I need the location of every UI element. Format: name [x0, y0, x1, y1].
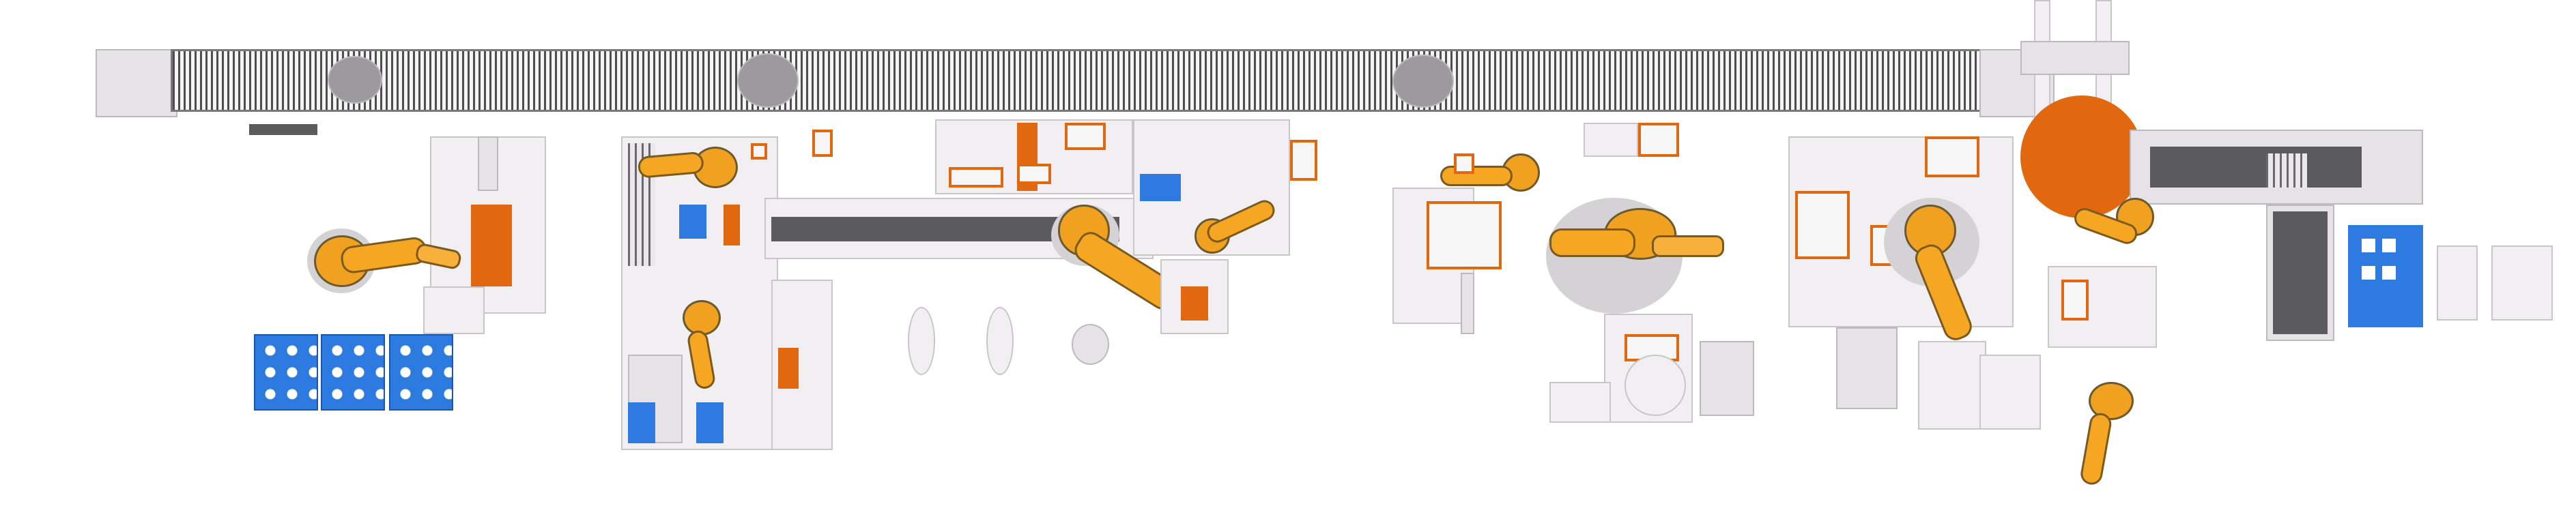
cabinet-window-3	[2362, 266, 2375, 280]
marker-1	[751, 143, 767, 160]
cabinet-window-1	[2362, 239, 2375, 252]
conveyor-turntable-3	[1392, 55, 1454, 108]
pallet-2	[321, 334, 385, 411]
cell2-panel-3	[696, 402, 724, 443]
cell6-fixture-1	[1795, 191, 1850, 259]
rotary-turntable	[2020, 95, 2143, 218]
top-cell-box-3	[1017, 164, 1051, 184]
cell4-fixture	[1427, 201, 1502, 269]
tower	[2273, 211, 2328, 334]
part-cylinder-3	[1072, 324, 1109, 365]
main-conveyor	[171, 49, 1986, 112]
top-cell-box-2	[949, 167, 1003, 188]
part-cylinder-1	[908, 307, 935, 375]
cell3-box	[1290, 140, 1317, 181]
cell2-fixture	[724, 205, 740, 245]
cell2-panel-1	[679, 205, 706, 239]
cabinet-window-4	[2382, 266, 2396, 280]
cell6-frame-2	[1918, 341, 1986, 430]
cell4-box	[1454, 153, 1474, 174]
pallet-1	[254, 334, 318, 411]
cell6-fixture-3	[1925, 136, 1979, 177]
cell1-post	[478, 136, 498, 191]
top-cell-box-1	[1065, 123, 1106, 150]
pallet-3	[389, 334, 453, 411]
cabinet-window-2	[2382, 239, 2396, 252]
cell4-cable	[1461, 273, 1474, 334]
rotary-conveyor-bed	[2150, 147, 2362, 188]
mini-box-1	[1638, 123, 1679, 157]
conveyor-end-left	[96, 49, 177, 117]
rotary-gripper	[2266, 153, 2307, 188]
part-cylinder-2	[986, 307, 1014, 375]
cell5-monitor	[1700, 341, 1754, 416]
cell5-ring	[1625, 355, 1686, 416]
cell3-fixture	[1181, 286, 1208, 321]
rotary-station-fixture	[2061, 280, 2089, 321]
end-fixture-2	[2491, 245, 2553, 321]
cell1-station	[423, 286, 485, 334]
cell5-bench	[1549, 382, 1611, 423]
mini-cluster-1	[1584, 123, 1638, 157]
cell6-rack	[1836, 327, 1898, 409]
conveyor-turntable-1	[328, 56, 382, 104]
cell3-panel	[1140, 174, 1181, 201]
cell6-frame-3	[1979, 355, 2041, 430]
end-fixture-1	[2437, 245, 2478, 321]
cell2-panel-2	[628, 402, 655, 443]
conveyor-turntable-2	[737, 53, 799, 108]
cell2-aux-orange	[778, 348, 799, 389]
sensor-cluster	[249, 124, 317, 135]
gantry-beam	[2020, 41, 2130, 75]
cell2-table	[628, 355, 683, 443]
marker-2	[812, 130, 833, 157]
cell1-fixture	[471, 205, 512, 286]
